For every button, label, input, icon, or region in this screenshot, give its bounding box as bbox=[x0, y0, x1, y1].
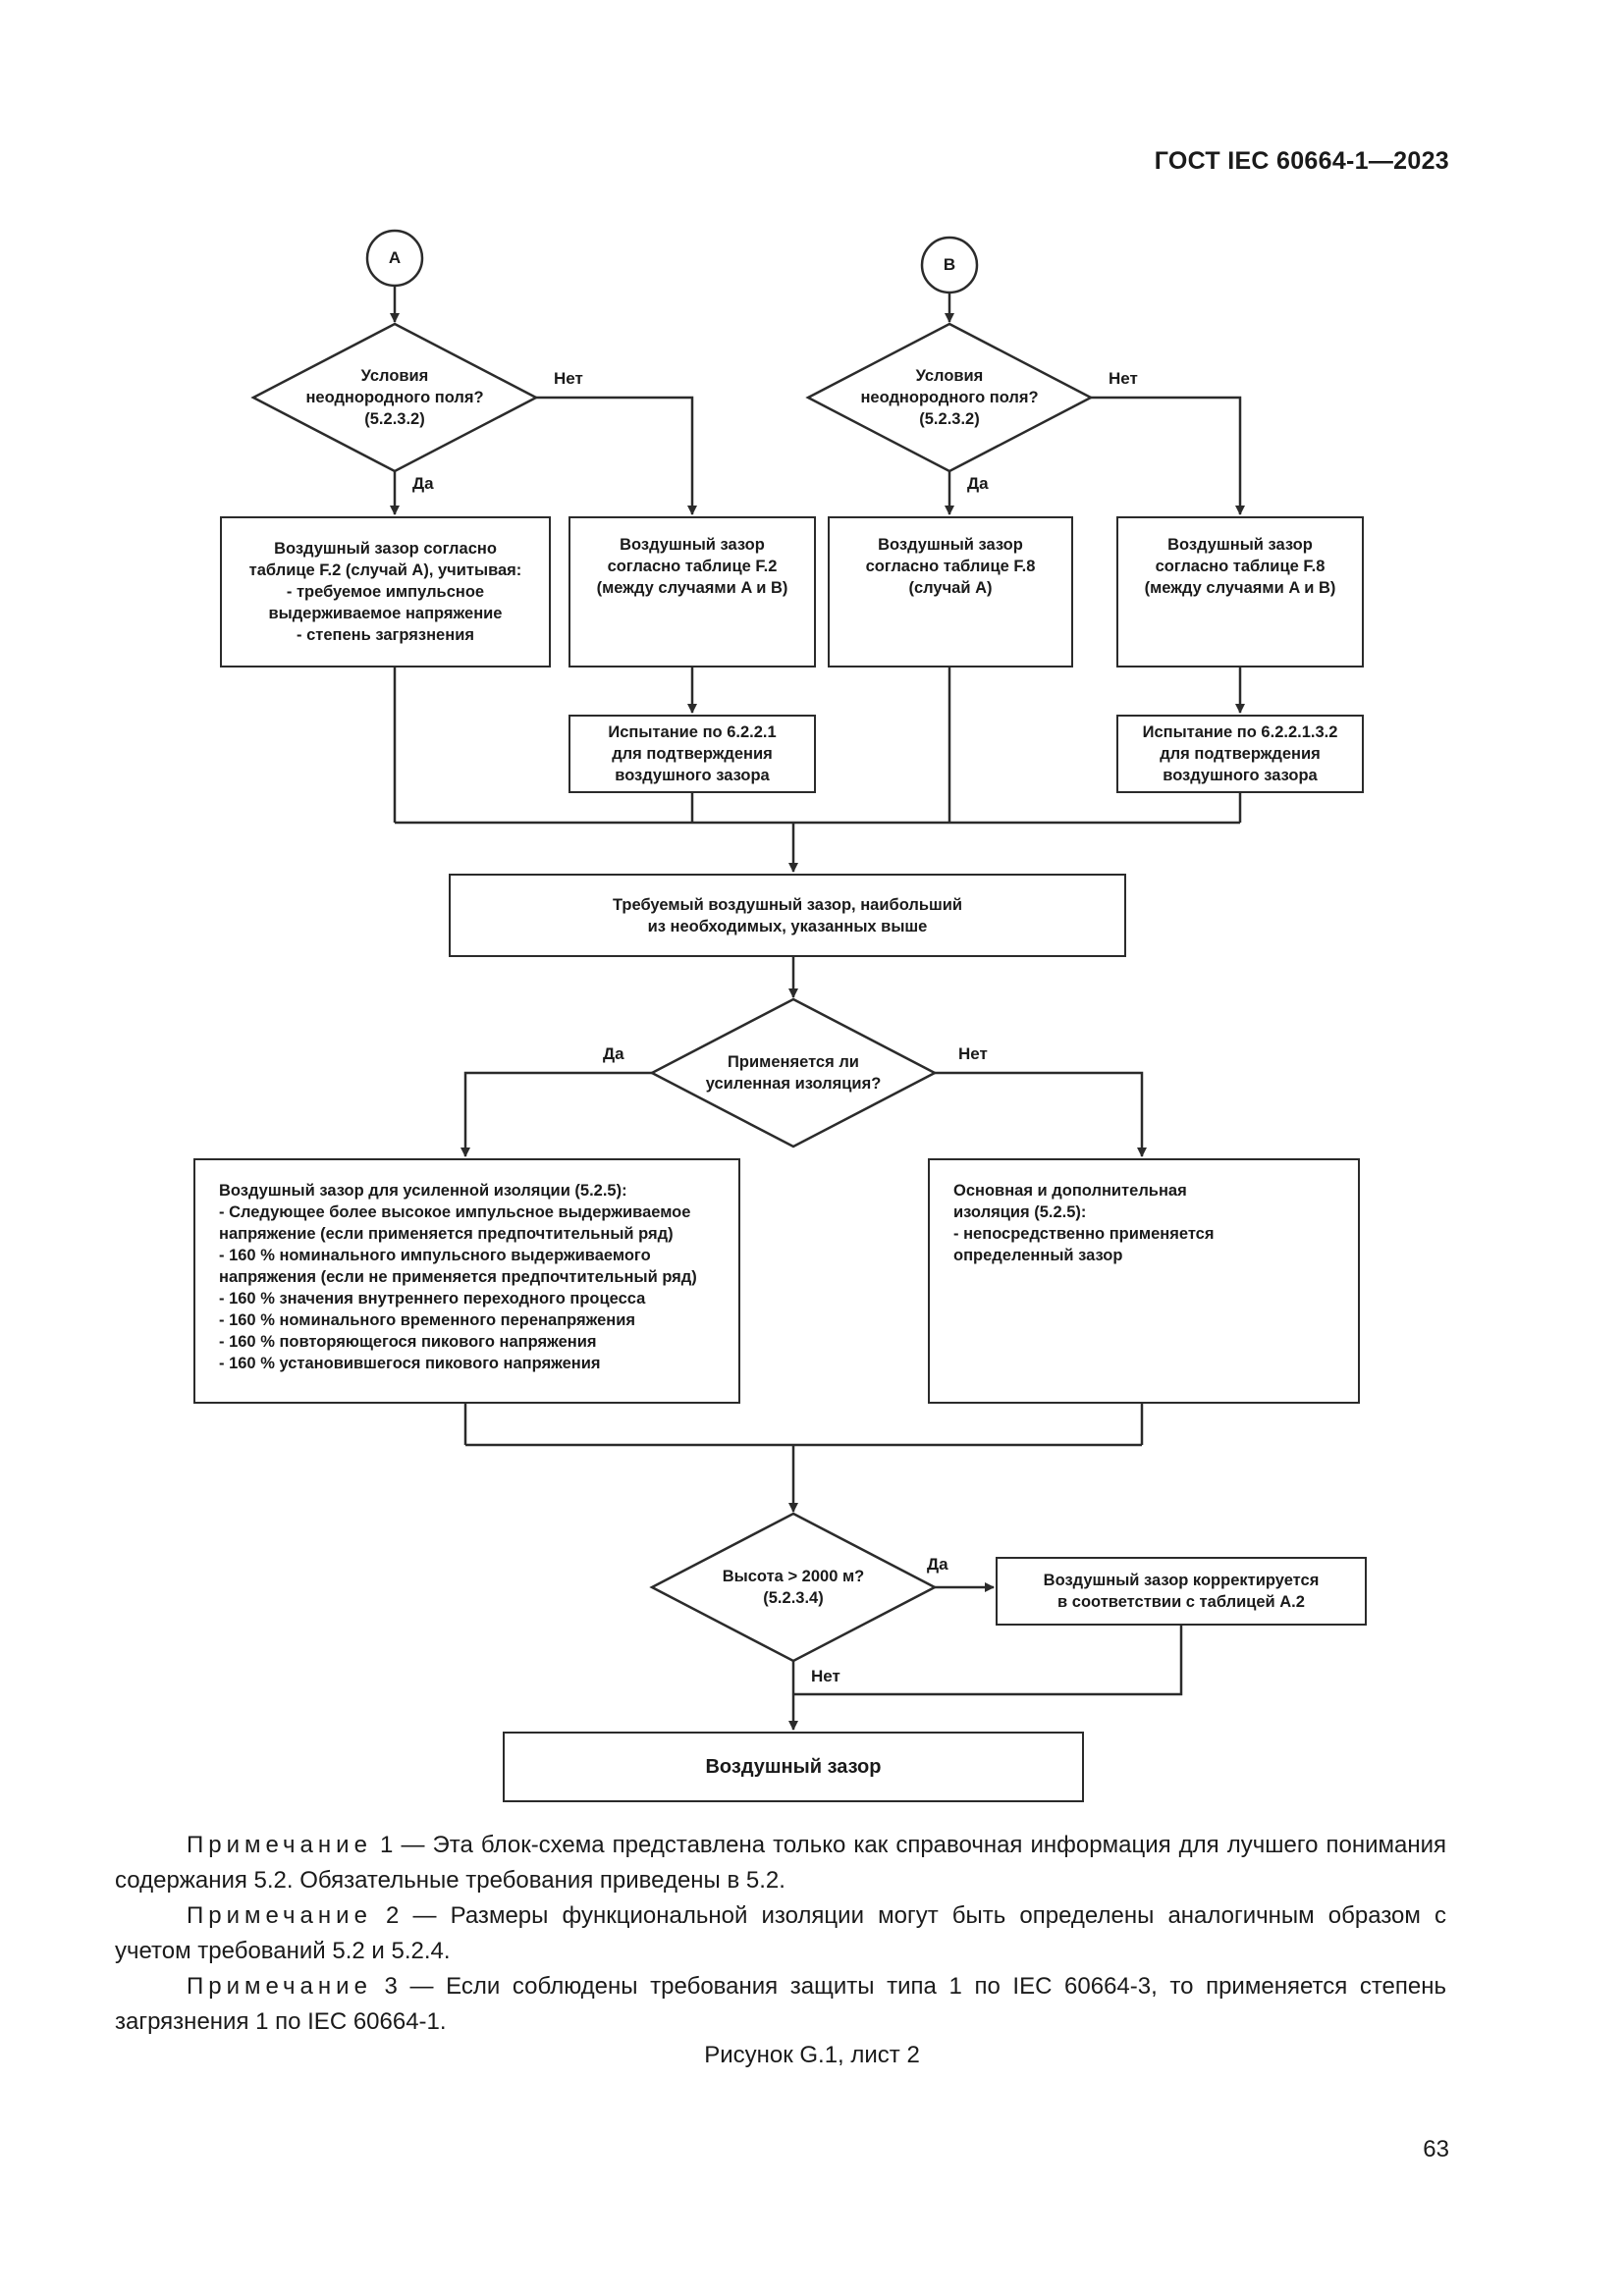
page-number: 63 bbox=[1423, 2136, 1449, 2163]
edge-label-no-reinforced: Нет bbox=[958, 1044, 988, 1063]
connector-a-label: A bbox=[388, 248, 402, 267]
note-2-label: Примечание bbox=[187, 1902, 372, 1929]
box-case-a-detail: Воздушный зазор согласно таблице F.2 (сл… bbox=[220, 516, 551, 667]
decision-field-a: Условия неоднородного поля? (5.2.3.2) bbox=[305, 367, 484, 428]
edge-label-yes-a: Да bbox=[412, 474, 434, 493]
note-1-text: — Эта блок-схема представлена только как… bbox=[115, 1832, 1447, 1894]
note-2-text: — Размеры функциональной изоляции могут … bbox=[115, 1902, 1447, 1964]
edge-label-no-altitude: Нет bbox=[811, 1667, 840, 1685]
note-3-number: 3 bbox=[384, 1973, 398, 2000]
box-required-clearance: Требуемый воздушный зазор, наибольший из… bbox=[449, 874, 1126, 957]
note-1-label: Примечание bbox=[187, 1832, 372, 1858]
box-final-clearance: Воздушный зазор bbox=[503, 1732, 1084, 1802]
figure-caption: Рисунок G.1, лист 2 bbox=[704, 2042, 920, 2068]
decision-reinforced-diamond bbox=[649, 997, 938, 1148]
note-1-number: 1 bbox=[380, 1832, 394, 1858]
box-f2-between: Воздушный зазор согласно таблице F.2 (ме… bbox=[568, 516, 816, 667]
box-test-6221: Испытание по 6.2.2.1 для подтверждения в… bbox=[568, 715, 816, 793]
standard-header: ГОСТ IEC 60664-1—2023 bbox=[1154, 147, 1449, 175]
decision-reinforced: Применяется ли усиленная изоляция? bbox=[705, 1053, 882, 1093]
edge-label-yes-b: Да bbox=[967, 474, 989, 493]
box-reinforced-insulation: Воздушный зазор для усиленной изоляции (… bbox=[193, 1158, 740, 1404]
edge-label-yes-reinforced: Да bbox=[603, 1044, 624, 1063]
box-basic-insulation: Основная и дополнительная изоляция (5.2.… bbox=[928, 1158, 1360, 1404]
note-3-label: Примечание bbox=[187, 1973, 372, 2000]
note-2-number: 2 bbox=[386, 1902, 400, 1929]
decision-altitude: Высота > 2000 м? (5.2.3.4) bbox=[722, 1568, 865, 1607]
box-test-622132: Испытание по 6.2.2.1.3.2 для подтвержден… bbox=[1116, 715, 1364, 793]
note-3: Примечание 3 — Если соблюдены требования… bbox=[115, 1969, 1446, 2040]
decision-field-b: Условия неоднородного поля? (5.2.3.2) bbox=[860, 367, 1039, 428]
note-3-text: — Если соблюдены требования защиты типа … bbox=[115, 1973, 1446, 2035]
edge-label-no-b: Нет bbox=[1109, 369, 1138, 388]
note-1: Примечание 1 — Эта блок-схема представле… bbox=[115, 1828, 1446, 1898]
note-2: Примечание 2 — Размеры функциональной из… bbox=[115, 1898, 1446, 1969]
edge-label-yes-altitude: Да bbox=[927, 1555, 948, 1574]
box-altitude-correction: Воздушный зазор корректируется в соответ… bbox=[996, 1557, 1367, 1626]
box-f8-between: Воздушный зазор согласно таблице F.8 (ме… bbox=[1116, 516, 1364, 667]
box-f8-case-a: Воздушный зазор согласно таблице F.8 (сл… bbox=[828, 516, 1073, 667]
connector-b-label: B bbox=[943, 255, 956, 274]
edge-label-no-a: Нет bbox=[554, 369, 583, 388]
